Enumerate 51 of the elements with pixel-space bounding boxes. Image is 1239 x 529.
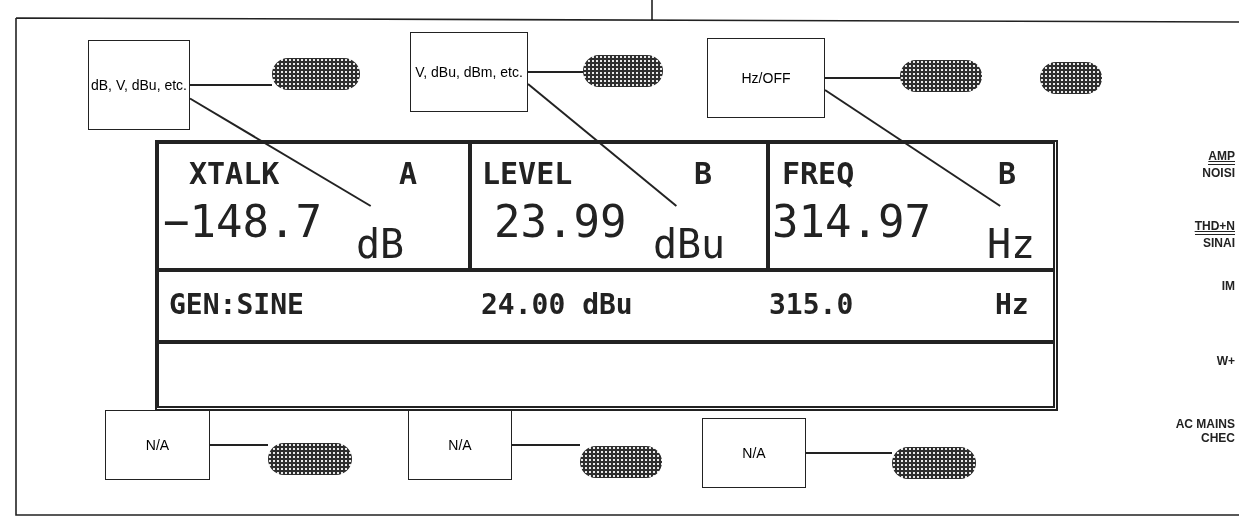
callout-box: N/A [702,418,806,488]
function-label: IM [1221,280,1235,294]
connector-line [189,84,273,86]
button [900,60,982,92]
readout-text: 315.0 [769,288,854,321]
channel-letter: B [998,156,1017,191]
function-label: NOISI [1202,167,1235,181]
function-label: SINAI [1203,237,1235,251]
leader-line [527,83,678,207]
function-name: LEVEL [482,156,573,191]
leader-line [824,89,1002,207]
button [268,443,352,475]
function-name: FREQ [782,156,855,191]
channel-letter: A [399,156,418,191]
readout-text: GEN:SINE [169,288,304,321]
connector-line [527,71,584,73]
button [583,55,663,87]
display-field [157,142,470,270]
function-label: AC MAINS CHEC [1174,418,1235,446]
function-label: AMP [1208,150,1235,165]
display-field [768,142,1055,270]
readout-text: Hz [995,288,1029,321]
measurement-value: 23.99 [494,196,627,247]
button [892,447,976,479]
display-field [470,142,768,270]
callout-box: Hz/OFF [707,38,825,118]
connector-line [805,452,893,454]
leader-line [189,97,372,207]
unit-text: dBu [647,206,731,264]
unit-text: dB [349,206,411,264]
display-field [157,342,1055,408]
display-screen [155,140,1058,411]
button [1040,62,1102,94]
function-label: THD+N [1194,220,1235,235]
connector-line [511,444,581,446]
measurement-value: 314.97 [772,196,931,247]
callout-box: V, dBu, dBm, etc. [410,32,528,112]
connector-line [209,444,269,446]
channel-letter: B [694,156,713,191]
function-name: XTALK [189,156,280,191]
connector-line [824,77,901,79]
unit-text: Hz [975,206,1047,264]
callout-box: N/A [408,410,512,480]
measurement-value: −148.7 [163,196,322,247]
display-field [157,270,1055,342]
callout-box: dB, V, dBu, etc. [88,40,190,130]
callout-box: N/A [105,410,210,480]
button [580,446,662,478]
readout-text: 24.00 dBu [481,288,633,321]
function-label: W+ [1216,355,1235,369]
button [272,58,360,90]
